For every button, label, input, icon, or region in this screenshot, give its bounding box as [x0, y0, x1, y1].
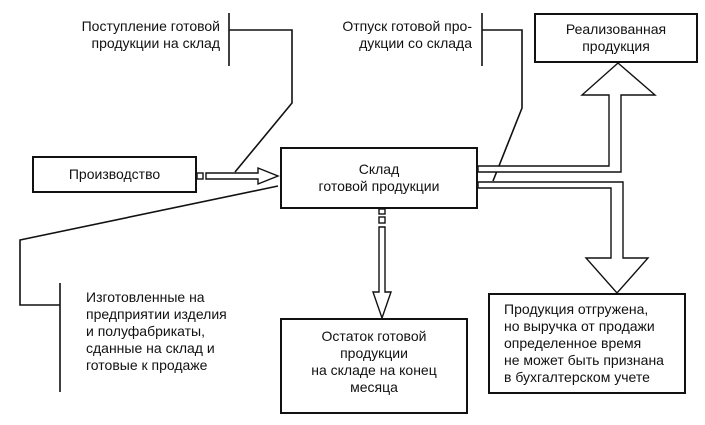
release-leader — [482, 29, 523, 182]
manufactured-leader — [19, 185, 279, 306]
arrow-production-to-warehouse — [196, 166, 280, 186]
remainder-label-line1: Остаток готовой — [321, 328, 427, 344]
manufactured-line3: и полуфабрикаты, — [86, 323, 205, 339]
warehouse-label-line2: готовой продукции — [318, 178, 440, 194]
release-annotation: Отпуск готовой про- дукции со склада — [342, 18, 472, 52]
receipt-line2: продукции на склад — [91, 35, 220, 51]
production-box: Производство — [32, 156, 197, 193]
sold-products-box: Реализованная продукция — [534, 13, 698, 63]
sold-label-line2: продукция — [582, 38, 650, 54]
arrow-warehouse-to-sold — [477, 62, 657, 173]
remainder-label-line3: на складе на конец — [311, 362, 437, 378]
shipped-label-line3: определенное время — [504, 335, 642, 351]
receipt-leader — [229, 29, 293, 173]
sold-label-line1: Реализованная — [565, 21, 667, 37]
manufactured-annotation: Изготовленные на предприятии изделия и п… — [86, 289, 227, 374]
arrow-warehouse-to-remainder — [372, 208, 392, 321]
receipt-annotation: Поступление готовой продукции на склад — [82, 18, 220, 52]
warehouse-box: Склад готовой продукции — [280, 147, 478, 209]
remainder-box: Остаток готовой продукции на складе на к… — [280, 318, 468, 414]
release-line2: дукции со склада — [359, 35, 472, 51]
manufactured-line1: Изготовленные на — [86, 289, 205, 305]
shipped-box: Продукция отгружена, но выручка от прода… — [488, 293, 686, 394]
receipt-line1: Поступление готовой — [81, 18, 220, 34]
remainder-label-line2: продукции — [340, 345, 408, 361]
remainder-label-line4: месяца — [350, 379, 398, 395]
production-label: Производство — [68, 166, 161, 182]
shipped-label-line5: в бухгалтерском учете — [504, 369, 650, 385]
shipped-label-line4: не может быть признана — [504, 352, 664, 368]
arrow-warehouse-to-shipped — [477, 181, 650, 295]
manufactured-line2: предприятии изделия — [86, 306, 227, 322]
release-line1: Отпуск готовой про- — [342, 18, 472, 34]
shipped-label-line2: но выручка от продажи — [504, 318, 655, 334]
shipped-label-line1: Продукция отгружена, — [504, 301, 649, 317]
manufactured-line5: готовые к продаже — [86, 357, 208, 373]
manufactured-line4: сданные на склад и — [86, 340, 215, 356]
warehouse-label-line1: Склад — [358, 161, 400, 177]
